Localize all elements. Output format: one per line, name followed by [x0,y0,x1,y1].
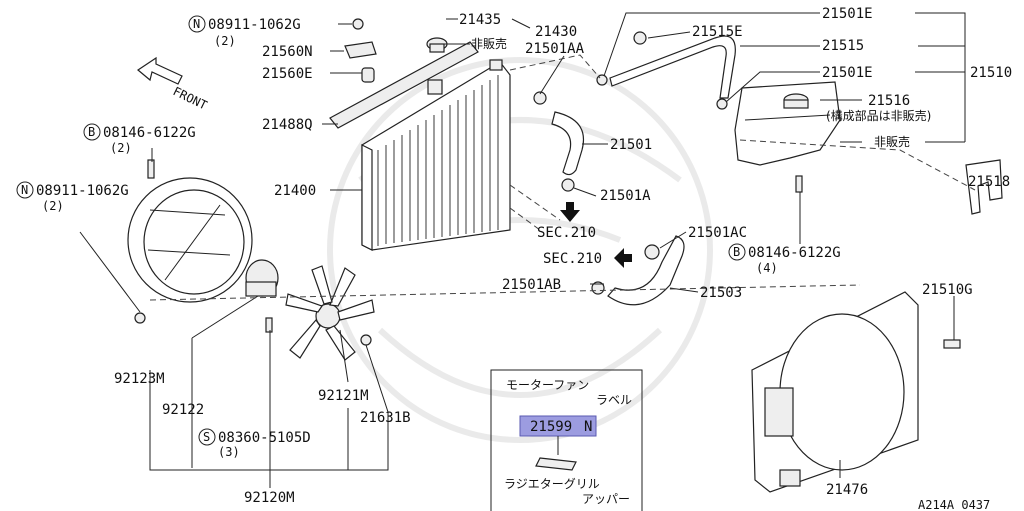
label-21516-note: (構成部品は非販売) [826,108,931,123]
circle-marker-n-left: N [16,181,34,199]
label-21501AB: 21501AB [502,277,561,293]
label-21435: 21435 [459,12,501,28]
clamp-21515E[interactable] [633,31,647,45]
clamp-21501E-top[interactable] [596,74,608,86]
label-21515: 21515 [822,38,864,54]
bushing-21560E[interactable] [361,67,375,83]
circle-marker-b-right: B [728,243,746,261]
fan-motor-92122[interactable] [245,259,279,297]
nut-08911-top[interactable] [352,18,364,30]
label-not-sold-1: 非販売 [471,36,507,51]
inset-label-label: ラベル [596,393,632,407]
svg-text:N: N [21,183,28,197]
label-21560N: 21560N [262,44,313,60]
inset-motor-fan-label: モーターファン ラベル 21599 N ラジエターグリル アッパー [490,369,643,511]
nut-21631B[interactable] [360,334,372,346]
label-21501E-top: 21501E [822,6,873,22]
clamp-21501AC[interactable] [644,244,660,260]
label-sec210-a: SEC.210 [537,225,596,241]
clamp-21501A[interactable] [561,178,575,192]
radiator-21400[interactable] [361,59,511,251]
clamp-21501AA[interactable] [533,91,547,105]
inset-label-motor-fan: モーターファン [506,378,589,392]
label-b-08146-right-qty: (4) [756,261,778,275]
svg-text:B: B [733,245,740,259]
label-21501E-mid: 21501E [822,65,873,81]
label-sec210-b: SEC.210 [543,251,602,267]
label-21501AA: 21501AA [525,41,585,57]
label-s-08360: 08360-5105D [218,430,311,446]
label-n-08911-left-qty: (2) [42,199,64,213]
label-21560E: 21560E [262,66,313,82]
hose-21501[interactable] [551,111,584,176]
label-92121M: 92121M [318,388,369,404]
reservoir-tank-21510[interactable] [734,81,841,166]
circle-marker-s: S [198,428,216,446]
label-sticker-icon [535,457,577,471]
seal-strip-21488Q[interactable] [329,41,479,129]
svg-text:S: S [203,430,210,444]
arrow-sec210-b [614,248,632,268]
label-n-08911-top-qty: (2) [214,34,236,48]
label-front: FRONT [171,84,210,112]
nut-08911-left[interactable] [134,312,146,324]
label-b-08146-left: 08146-6122G [103,125,196,141]
bolt-08146-left[interactable] [147,159,155,179]
inset-label-rad-grille: ラジエターグリル [504,477,600,491]
radiator-cap-21430[interactable] [426,37,448,53]
hose-21503[interactable] [607,235,685,306]
bracket-21560N[interactable] [344,41,377,59]
screw-08360[interactable] [265,317,273,333]
label-21516: 21516 [868,93,910,109]
watermark [327,57,713,443]
routing-lines [149,54,976,301]
label-92120M: 92120M [244,490,295,506]
svg-text:B: B [88,125,95,139]
leader-lines [79,12,966,488]
label-92123M: 92123M [114,371,165,387]
label-21501A: 21501A [600,188,651,204]
fan-blade-92121M[interactable] [285,265,375,361]
label-not-sold-2: 非販売 [874,134,910,149]
label-21501: 21501 [610,137,652,153]
label-21631B: 21631B [360,410,411,426]
bolt-21510G[interactable] [943,339,961,349]
circle-marker-b-left: B [83,123,101,141]
label-b-08146-left-qty: (2) [110,141,132,155]
svg-text:N: N [193,17,200,31]
part-labels: 08911-1062G (2) 21435 21430 非販売 21501AA … [36,6,1012,511]
label-21501AC: 21501AC [688,225,747,241]
label-21400: 21400 [274,183,316,199]
label-21515E: 21515E [692,24,743,40]
label-21488Q: 21488Q [262,117,313,133]
label-n-08911-top: 08911-1062G [208,17,301,33]
inset-part-no: 21599 [530,419,572,435]
label-s-08360-qty: (3) [218,445,240,459]
label-21430: 21430 [535,24,577,40]
front-arrow-icon [136,56,183,85]
fan-shroud-21476[interactable] [751,291,919,493]
label-ref-code: A214A 0437 [918,498,990,511]
inset-part-suffix: N [584,419,592,435]
label-21503: 21503 [700,285,742,301]
fan-shroud-92123M[interactable] [127,177,253,303]
label-21476: 21476 [826,482,868,498]
label-21510G: 21510G [922,282,973,298]
label-b-08146-right: 08146-6122G [748,245,841,261]
label-21518: 21518 [968,174,1010,190]
circle-marker-n-top: N [188,15,206,33]
bolt-08146-right[interactable] [795,175,803,193]
arrow-sec210-a [560,202,580,222]
bracket-21518[interactable] [965,159,1003,215]
label-92122: 92122 [162,402,204,418]
label-21510: 21510 [970,65,1012,81]
clamp-21501E-mid[interactable] [716,98,728,110]
hose-21515[interactable] [609,35,736,99]
inset-label-upper: アッパー [582,492,630,506]
label-n-08911-left: 08911-1062G [36,183,129,199]
